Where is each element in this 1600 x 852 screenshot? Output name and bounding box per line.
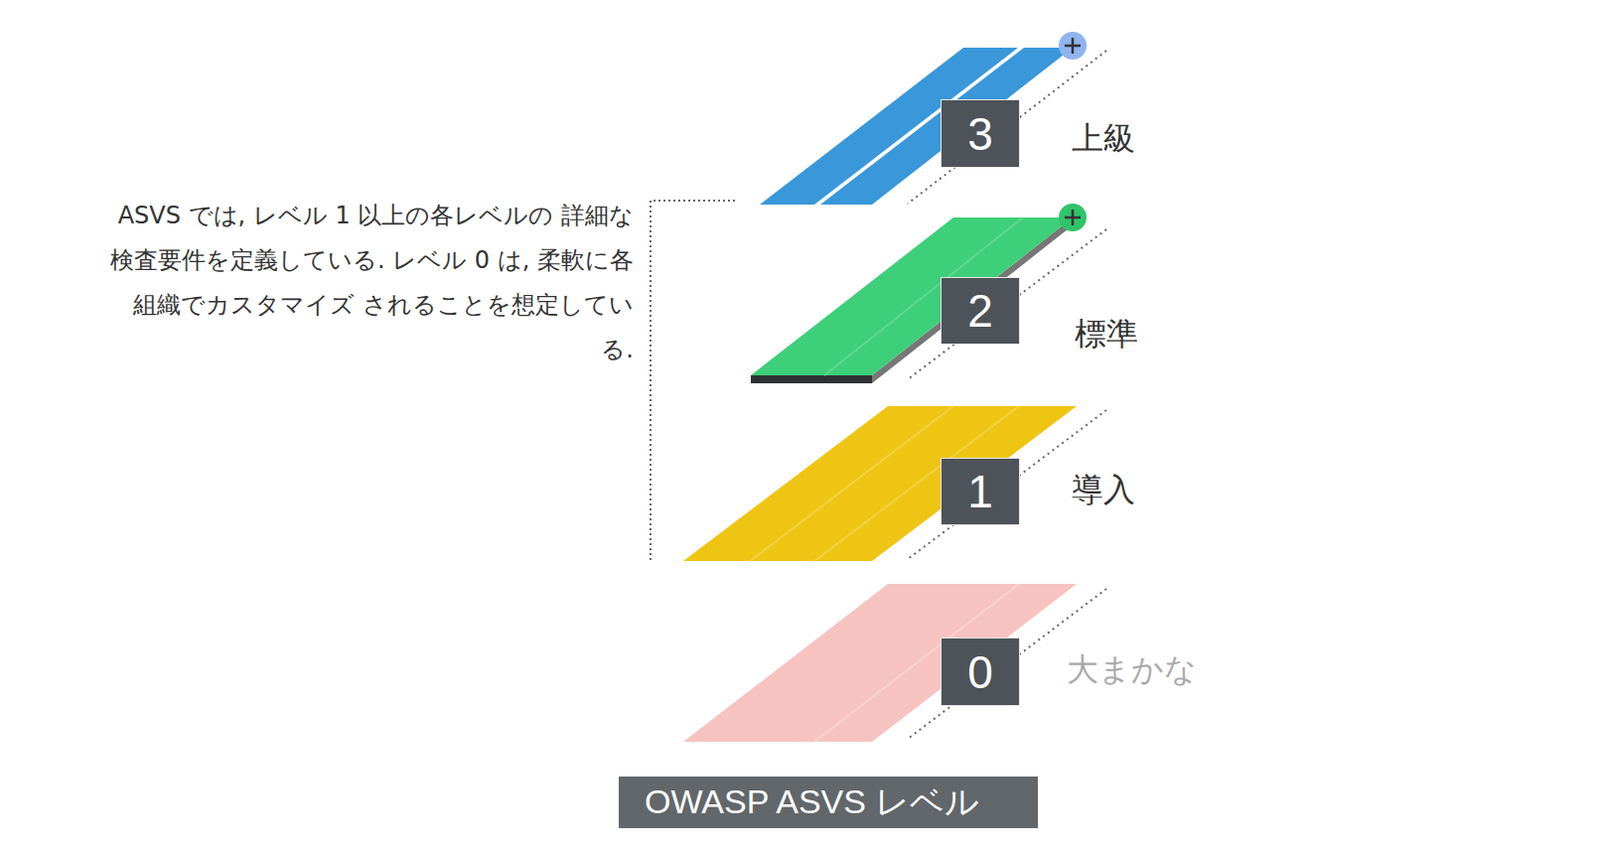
plus-badge: [1058, 31, 1087, 60]
plane: [820, 47, 1073, 205]
level-box: 0大まかな: [940, 637, 1020, 707]
level-name: 上級: [1071, 117, 1136, 161]
plus-badge: [1058, 203, 1087, 232]
level-number: 3: [941, 100, 1019, 167]
plane-edge: [750, 375, 873, 384]
level-number: 2: [941, 278, 1019, 344]
level-name: 標準: [1074, 312, 1139, 357]
level-number: 0: [941, 638, 1019, 706]
level-name: 大まかな: [1066, 648, 1197, 693]
level-box: 1導入: [940, 457, 1020, 526]
caption-bar: OWASP ASVS レベル: [618, 776, 1038, 829]
level-box: 2標準: [940, 277, 1020, 345]
callout-bracket: [650, 200, 735, 563]
plane: [683, 583, 1077, 742]
level-number: 1: [941, 458, 1019, 525]
plane: [683, 406, 1077, 562]
callout-note: ASVS では, レベル 1 以上の各レベルの 詳細な検査要件を定義している. …: [109, 193, 634, 373]
level-name: 導入: [1071, 468, 1136, 513]
level-box: 3上級: [940, 99, 1020, 168]
plane: [750, 217, 1073, 376]
